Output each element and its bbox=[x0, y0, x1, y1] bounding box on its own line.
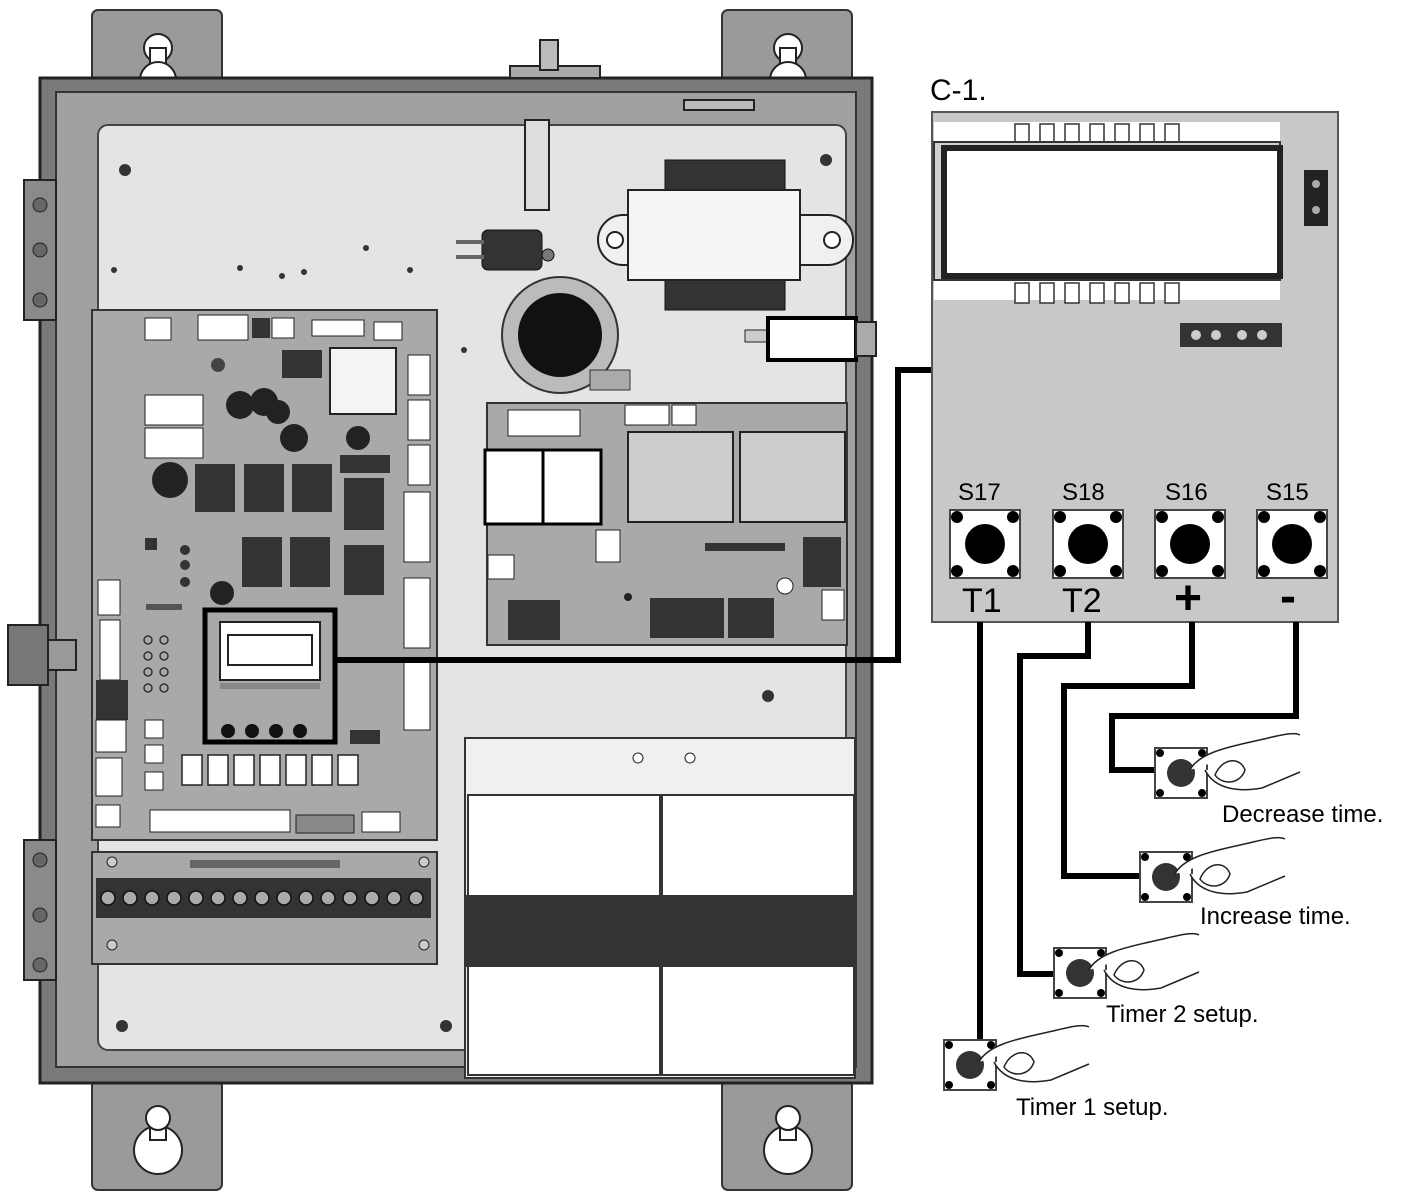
callout-text-timer1: Timer 1 setup. bbox=[1016, 1094, 1169, 1121]
terminal-block bbox=[91, 851, 438, 965]
callout-timer2: Timer 2 setup. bbox=[1053, 932, 1259, 1028]
function-label-minus: - bbox=[1280, 570, 1296, 623]
keyhole-mount-icon bbox=[91, 1079, 223, 1191]
switch-label-s15: S15 bbox=[1266, 479, 1309, 506]
detail-view: C-1. S17 S18 S16 S1 bbox=[930, 74, 1339, 625]
pushbutton-icon bbox=[1139, 851, 1193, 903]
callout-text-increase: Increase time. bbox=[1200, 903, 1351, 930]
pushbutton-icon bbox=[943, 1039, 997, 1091]
switch-label-s16: S16 bbox=[1165, 479, 1208, 506]
hand-press-icon bbox=[1088, 932, 1200, 991]
pushbutton-icon bbox=[1154, 747, 1208, 799]
hand-press-icon bbox=[1174, 836, 1286, 895]
hand-press-icon bbox=[978, 1024, 1090, 1083]
hinge-top bbox=[23, 179, 57, 321]
main-pcb bbox=[91, 309, 438, 841]
display-module-highlight bbox=[202, 607, 338, 745]
switch-label-s17: S17 bbox=[958, 479, 1001, 506]
pushbutton-icon bbox=[949, 509, 1021, 579]
pushbutton-icon bbox=[1053, 947, 1107, 999]
transformer bbox=[597, 159, 854, 311]
top-stud bbox=[509, 39, 755, 111]
keyhole-mount-icon bbox=[721, 1079, 853, 1191]
relay-pcb bbox=[483, 402, 848, 646]
callout-decrease: Decrease time. bbox=[1154, 732, 1383, 828]
lcd-display bbox=[933, 122, 1283, 304]
pushbutton-icon bbox=[1052, 509, 1124, 579]
latch bbox=[7, 624, 77, 686]
function-label-plus: + bbox=[1174, 572, 1202, 625]
callout-lines bbox=[948, 622, 1299, 1061]
switch-label-s18: S18 bbox=[1062, 479, 1105, 506]
callout-increase: Increase time. bbox=[1139, 836, 1351, 930]
function-label-t2: T2 bbox=[1062, 582, 1102, 620]
jumper bbox=[1304, 170, 1328, 226]
function-label-t1: T1 bbox=[962, 582, 1002, 620]
batteries bbox=[464, 737, 856, 1079]
callout-timer1: Timer 1 setup. bbox=[943, 1024, 1169, 1121]
pushbutton-icon bbox=[1154, 509, 1226, 579]
sounder bbox=[501, 276, 631, 394]
callout-text-decrease: Decrease time. bbox=[1222, 801, 1383, 828]
leader-line bbox=[335, 367, 932, 663]
callout-text-timer2: Timer 2 setup. bbox=[1106, 1001, 1259, 1028]
pushbutton-icon bbox=[1256, 509, 1328, 579]
hand-press-icon bbox=[1189, 732, 1301, 791]
cable-plug bbox=[744, 316, 877, 362]
hinge-bottom bbox=[23, 839, 57, 981]
tamper-switch bbox=[456, 119, 555, 271]
detail-title: C-1. bbox=[930, 74, 987, 107]
